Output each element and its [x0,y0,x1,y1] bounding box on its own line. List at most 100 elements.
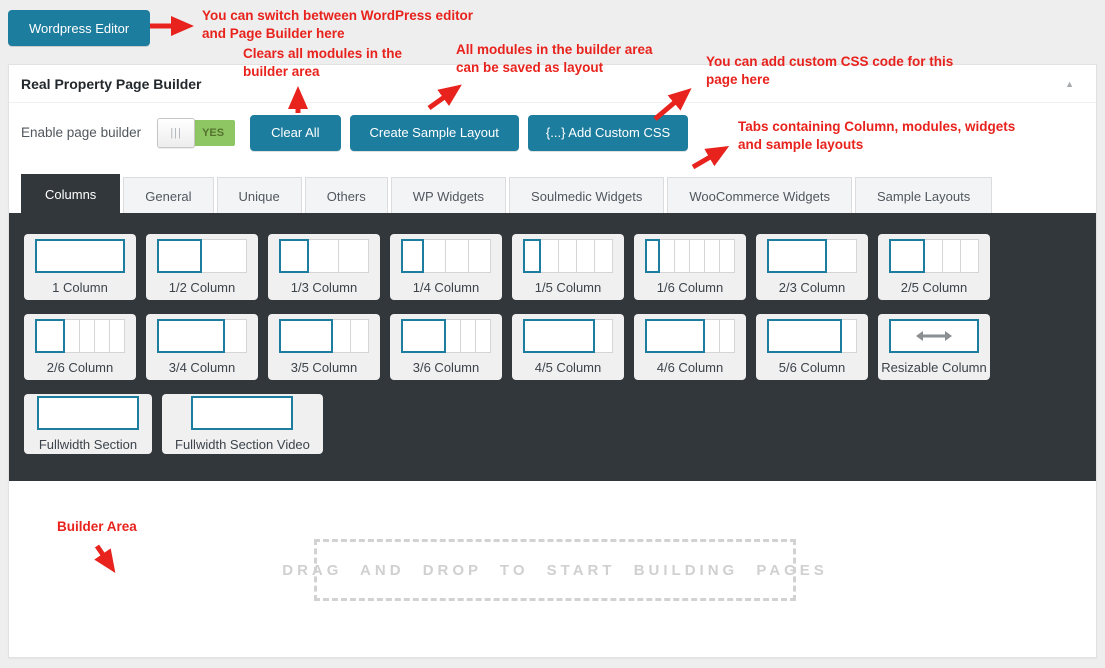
column-segment [79,319,95,353]
module-diagram [279,239,369,273]
module-card-4-6-column[interactable]: 4/6 Column [634,314,746,380]
annotation-clear-all: Clears all modules in the builder area [243,45,402,81]
column-segment [942,239,961,273]
wordpress-editor-button[interactable]: Wordpress Editor [8,10,151,46]
column-segment [223,319,247,353]
annotation-tabs-info: Tabs containing Column, modules, widgets… [738,118,1015,154]
column-segment [445,319,461,353]
annotation-switch-editor: You can switch between WordPress editor … [202,7,473,43]
annotation-line: and Page Builder here [202,26,345,41]
column-segment [689,239,705,273]
module-label: 1/4 Column [412,280,480,295]
module-card-1-4-column[interactable]: 1/4 Column [390,234,502,300]
module-card-4-5-column[interactable]: 4/5 Column [512,314,624,380]
module-card-1-6-column[interactable]: 1/6 Column [634,234,746,300]
drag-drop-zone[interactable]: DRAG AND DROP TO START BUILDING PAGES [282,539,824,601]
module-card-1-2-column[interactable]: 1/2 Column [146,234,258,300]
column-segment [719,319,735,353]
module-card-3-5-column[interactable]: 3/5 Column [268,314,380,380]
module-label: Resizable Column [881,360,987,375]
column-highlight [645,319,705,353]
toggle-handle[interactable]: ||| [157,117,196,148]
module-label: 2/3 Column [778,280,846,295]
tab-others[interactable]: Others [304,177,388,214]
module-card-1-column[interactable]: 1 Column [24,234,136,300]
column-segment [704,239,720,273]
annotation-save-layout: All modules in the builder area can be s… [456,41,653,77]
module-card-3-4-column[interactable]: 3/4 Column [146,314,258,380]
annotation-line: Builder Area [57,519,137,534]
clear-all-button[interactable]: Clear All [250,114,341,151]
annotation-line: builder area [243,64,320,79]
tab-woocommerce-widgets[interactable]: WooCommerce Widgets [667,177,852,214]
module-card-3-6-column[interactable]: 3/6 Column [390,314,502,380]
column-segment [201,239,247,273]
annotation-line: page here [706,72,770,87]
module-diagram [35,319,125,353]
column-highlight [401,239,424,273]
tab-columns[interactable]: Columns [21,174,121,214]
module-diagram [191,396,294,430]
module-label: 4/5 Column [534,360,602,375]
module-label: 5/6 Column [778,360,846,375]
module-card-1-5-column[interactable]: 1/5 Column [512,234,624,300]
tab-unique[interactable]: Unique [216,177,302,214]
column-highlight [645,239,660,273]
module-label: 2/5 Column [900,280,968,295]
column-segment [467,239,491,273]
column-segment [594,239,613,273]
resize-arrow-icon [916,331,952,341]
module-card-fullwidth-section-video[interactable]: Fullwidth Section Video [162,394,323,454]
module-card-1-3-column[interactable]: 1/3 Column [268,234,380,300]
controls-row: Enable page builder YES ||| Clear All Cr… [9,103,1096,174]
collapse-panel-icon[interactable]: ▲ [1065,78,1074,89]
column-segment [422,239,446,273]
annotation-line: You can switch between WordPress editor [202,8,474,23]
tab-wp-widgets[interactable]: WP Widgets [390,177,507,214]
page-builder-panel: Real Property Page Builder ▲ Enable page… [8,64,1097,658]
column-highlight [767,319,842,353]
column-segment [924,239,943,273]
module-label: 3/6 Column [412,360,480,375]
column-segment [960,239,979,273]
column-segment [460,319,476,353]
column-segment [719,239,735,273]
annotation-line: All modules in the builder area [456,42,653,57]
module-label: 1/3 Column [290,280,358,295]
module-card-fullwidth-section[interactable]: Fullwidth Section [24,394,152,454]
module-diagram [767,239,857,273]
tab-sample-layouts[interactable]: Sample Layouts [854,177,993,214]
module-card-2-5-column[interactable]: 2/5 Column [878,234,990,300]
builder-area: DRAG AND DROP TO START BUILDING PAGES [9,481,1096,657]
column-highlight [889,239,925,273]
create-sample-layout-button[interactable]: Create Sample Layout [349,114,519,151]
column-segment [350,319,369,353]
module-label: 3/5 Column [290,360,358,375]
column-highlight [523,239,541,273]
column-segment [841,319,857,353]
tab-soulmedic-widgets[interactable]: Soulmedic Widgets [509,177,665,214]
annotation-line: Tabs containing Column, modules, widgets [738,119,1016,134]
add-custom-css-button[interactable]: {...} Add Custom CSS [527,114,689,151]
fullwidth-box [37,396,139,430]
column-segment [338,239,369,273]
module-card-2-6-column[interactable]: 2/6 Column [24,314,136,380]
module-diagram [157,319,247,353]
module-card-resizable-column[interactable]: Resizable Column [878,314,990,380]
panel-title: Real Property Page Builder [21,75,202,92]
column-segment [576,239,595,273]
module-diagram [157,239,247,273]
column-segment [64,319,80,353]
column-segment [826,239,857,273]
tab-general[interactable]: General [123,177,214,214]
annotation-line: and sample layouts [738,137,864,152]
column-segment [475,319,491,353]
module-card-2-3-column[interactable]: 2/3 Column [756,234,868,300]
column-highlight [35,319,65,353]
enable-page-builder-toggle[interactable]: YES ||| [157,117,236,148]
module-card-5-6-column[interactable]: 5/6 Column [756,314,868,380]
